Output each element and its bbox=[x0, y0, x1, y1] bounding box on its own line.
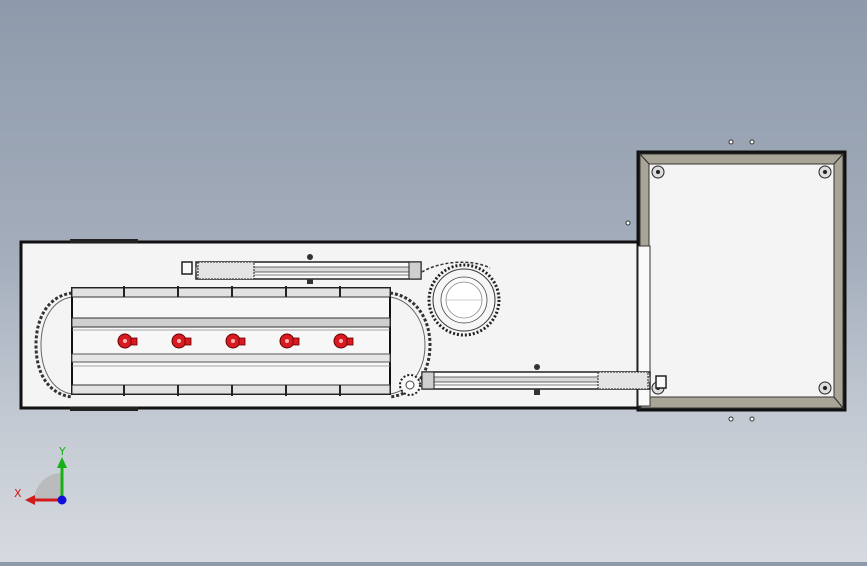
lower-conveyor bbox=[421, 364, 667, 395]
filling-nozzle-5 bbox=[333, 333, 354, 349]
filler-body bbox=[71, 286, 391, 396]
x-axis-label: X bbox=[14, 487, 22, 500]
upper-conveyor bbox=[181, 254, 422, 284]
z-axis-dot bbox=[57, 495, 67, 505]
sprocket-wheel bbox=[421, 261, 501, 337]
y-arrowhead bbox=[57, 457, 67, 468]
filling-nozzle-2 bbox=[171, 333, 192, 349]
filling-nozzle-4 bbox=[279, 333, 300, 349]
y-axis-label: Y bbox=[58, 445, 66, 458]
corner-bolt-tl bbox=[651, 165, 665, 179]
corner-bolt-br bbox=[818, 381, 832, 395]
x-arrowhead bbox=[25, 495, 35, 505]
square-frame bbox=[625, 139, 847, 422]
star-gear bbox=[399, 374, 421, 396]
corner-bolt-tr bbox=[818, 165, 832, 179]
filling-nozzle-1 bbox=[117, 333, 138, 349]
orientation-triad: Y X bbox=[14, 445, 67, 505]
filling-nozzle-3 bbox=[225, 333, 246, 349]
